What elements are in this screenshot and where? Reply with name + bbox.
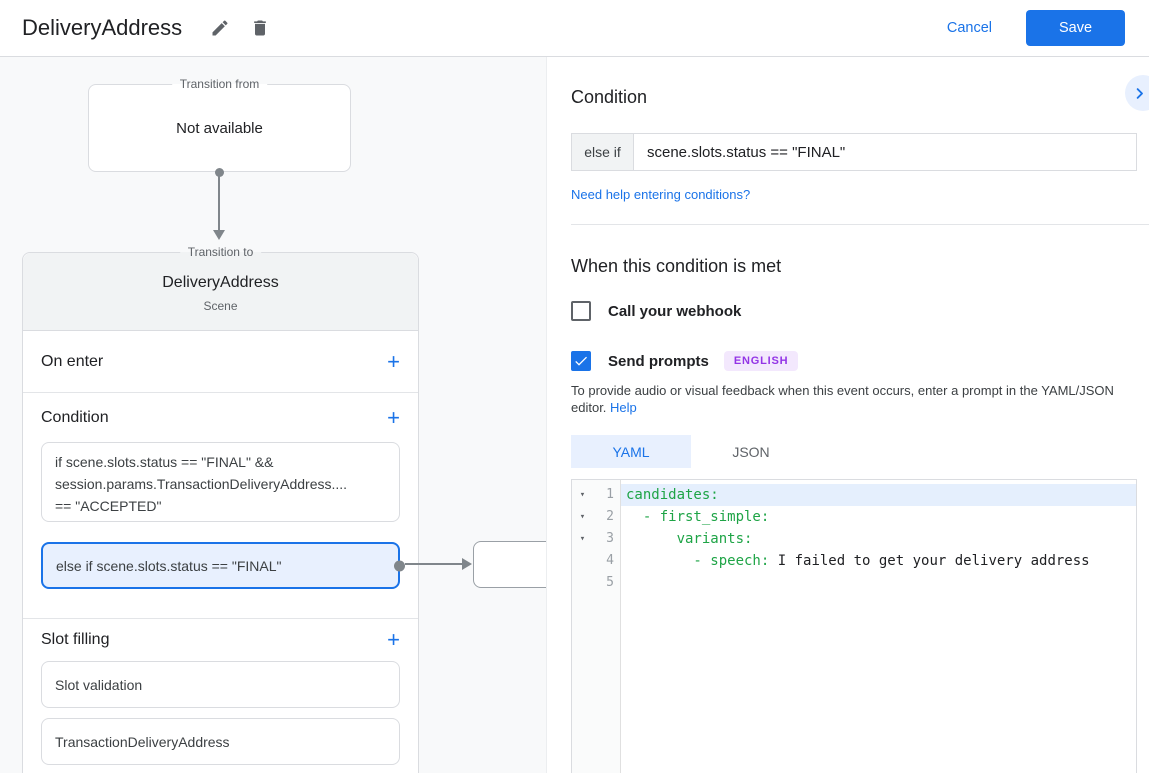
code-line: candidates: bbox=[621, 484, 1136, 506]
editor-code-area[interactable]: candidates: - first_simple: variants: - … bbox=[621, 480, 1136, 773]
transition-from-label: Transition from bbox=[171, 77, 268, 91]
condition-text: else if scene.slots.status == "FINAL" bbox=[56, 557, 282, 574]
line-number: 1 bbox=[606, 487, 614, 502]
line-number: 2 bbox=[606, 509, 614, 524]
condition-editor-panel: Condition else if scene.slots.status == … bbox=[547, 57, 1149, 773]
add-condition-button[interactable]: + bbox=[387, 404, 400, 430]
section-divider bbox=[571, 224, 1149, 225]
collapse-panel-button[interactable] bbox=[1125, 75, 1149, 111]
tab-json[interactable]: JSON bbox=[732, 443, 770, 460]
editor-gutter: ▾ 1 ▾ 2 ▾ 3 4 5 bbox=[572, 480, 621, 773]
prompts-help-link[interactable]: Help bbox=[610, 400, 637, 415]
code-line: - speech: I failed to get your delivery … bbox=[621, 550, 1136, 572]
condition-section: Condition + if scene.slots.status == "FI… bbox=[23, 393, 418, 619]
arrow-down-icon bbox=[213, 230, 225, 240]
webhook-row: Call your webhook bbox=[571, 301, 1137, 321]
slot-transaction-delivery-address-item[interactable]: TransactionDeliveryAddress bbox=[41, 718, 400, 765]
scene-type: Scene bbox=[203, 299, 238, 313]
chevron-right-icon bbox=[1132, 86, 1147, 101]
prompts-description-text: To provide audio or visual feedback when… bbox=[571, 383, 1114, 415]
code-line bbox=[621, 572, 1136, 594]
connector-dot bbox=[394, 560, 405, 571]
slot-validation-item[interactable]: Slot validation bbox=[41, 661, 400, 708]
prompts-description: To provide audio or visual feedback when… bbox=[571, 382, 1137, 416]
condition-section-label: Condition bbox=[41, 408, 109, 426]
on-enter-section[interactable]: On enter + bbox=[23, 331, 418, 393]
scene-name: DeliveryAddress bbox=[162, 274, 279, 291]
fold-arrow-icon[interactable]: ▾ bbox=[579, 490, 586, 500]
delete-scene-button[interactable] bbox=[244, 12, 276, 44]
yaml-key: variants: bbox=[626, 531, 753, 547]
slot-filling-label: Slot filling bbox=[41, 631, 110, 648]
connector-line-horizontal bbox=[405, 563, 464, 565]
trash-icon bbox=[250, 18, 270, 38]
send-prompts-row: Send prompts ENGLISH bbox=[571, 351, 1137, 371]
slot-label: TransactionDeliveryAddress bbox=[55, 733, 230, 750]
send-prompts-label: Send prompts bbox=[608, 352, 709, 370]
condition-text-line: == "ACCEPTED" bbox=[55, 498, 162, 514]
scene-header[interactable]: DeliveryAddress Scene bbox=[23, 253, 418, 331]
code-line: - first_simple: bbox=[621, 506, 1136, 528]
on-enter-label: On enter bbox=[41, 352, 104, 370]
save-button[interactable]: Save bbox=[1026, 10, 1125, 46]
send-prompts-checkbox[interactable] bbox=[571, 351, 591, 371]
when-met-title: When this condition is met bbox=[571, 256, 782, 276]
cancel-button[interactable]: Cancel bbox=[946, 20, 992, 36]
fold-arrow-icon[interactable]: ▾ bbox=[579, 534, 586, 544]
yaml-key: candidates: bbox=[626, 487, 719, 503]
condition-input-group: else if scene.slots.status == "FINAL" bbox=[571, 133, 1137, 171]
condition-item-elseif-selected[interactable]: else if scene.slots.status == "FINAL" bbox=[41, 542, 405, 589]
condition-text-line: session.params.TransactionDeliveryAddres… bbox=[55, 476, 348, 492]
yaml-key: - first_simple: bbox=[626, 509, 770, 525]
transition-target-box[interactable] bbox=[473, 541, 546, 588]
line-number: 3 bbox=[606, 531, 614, 546]
main-area: Transition from Not available Transition… bbox=[0, 57, 1149, 773]
editor-format-tabs: YAML JSON bbox=[571, 435, 1137, 468]
fold-arrow-icon[interactable]: ▾ bbox=[579, 512, 586, 522]
code-line: variants: bbox=[621, 528, 1136, 550]
condition-text-line: if scene.slots.status == "FINAL" && bbox=[55, 454, 274, 470]
transition-from-box[interactable]: Transition from Not available bbox=[88, 77, 351, 172]
tab-yaml[interactable]: YAML bbox=[571, 435, 691, 468]
transition-from-content: Not available bbox=[176, 119, 263, 137]
line-number: 5 bbox=[606, 575, 614, 590]
panel-title: Condition bbox=[571, 87, 648, 107]
condition-prefix-label: else if bbox=[572, 134, 634, 170]
page-title: DeliveryAddress bbox=[22, 15, 183, 40]
transition-to-card: Transition to DeliveryAddress Scene On e… bbox=[22, 245, 419, 773]
yaml-value: I failed to get your delivery address bbox=[769, 553, 1090, 569]
line-number: 4 bbox=[606, 553, 614, 568]
top-bar: DeliveryAddress Cancel Save bbox=[0, 0, 1149, 57]
checkmark-icon bbox=[573, 353, 589, 369]
edit-scene-button[interactable] bbox=[204, 12, 236, 44]
transition-to-label: Transition to bbox=[179, 245, 262, 259]
add-on-enter-button[interactable]: + bbox=[387, 348, 400, 374]
connector-line-vertical bbox=[218, 172, 220, 232]
yaml-key: - speech: bbox=[626, 553, 770, 569]
condition-expression-input[interactable]: scene.slots.status == "FINAL" bbox=[647, 143, 846, 161]
language-badge: ENGLISH bbox=[723, 351, 799, 371]
conditions-help-link[interactable]: Need help entering conditions? bbox=[571, 187, 751, 202]
condition-item-if[interactable]: if scene.slots.status == "FINAL" && sess… bbox=[41, 442, 400, 522]
slot-filling-section: Slot filling + Slot validation Transacti… bbox=[23, 619, 418, 765]
scene-diagram-canvas[interactable]: Transition from Not available Transition… bbox=[0, 57, 547, 773]
pencil-icon bbox=[210, 18, 230, 38]
arrow-right-icon bbox=[462, 558, 472, 570]
slot-label: Slot validation bbox=[55, 676, 143, 693]
call-webhook-checkbox[interactable] bbox=[571, 301, 591, 321]
add-slot-button[interactable]: + bbox=[387, 627, 400, 652]
call-webhook-label: Call your webhook bbox=[608, 302, 742, 320]
yaml-code-editor[interactable]: ▾ 1 ▾ 2 ▾ 3 4 5 bbox=[571, 479, 1137, 773]
